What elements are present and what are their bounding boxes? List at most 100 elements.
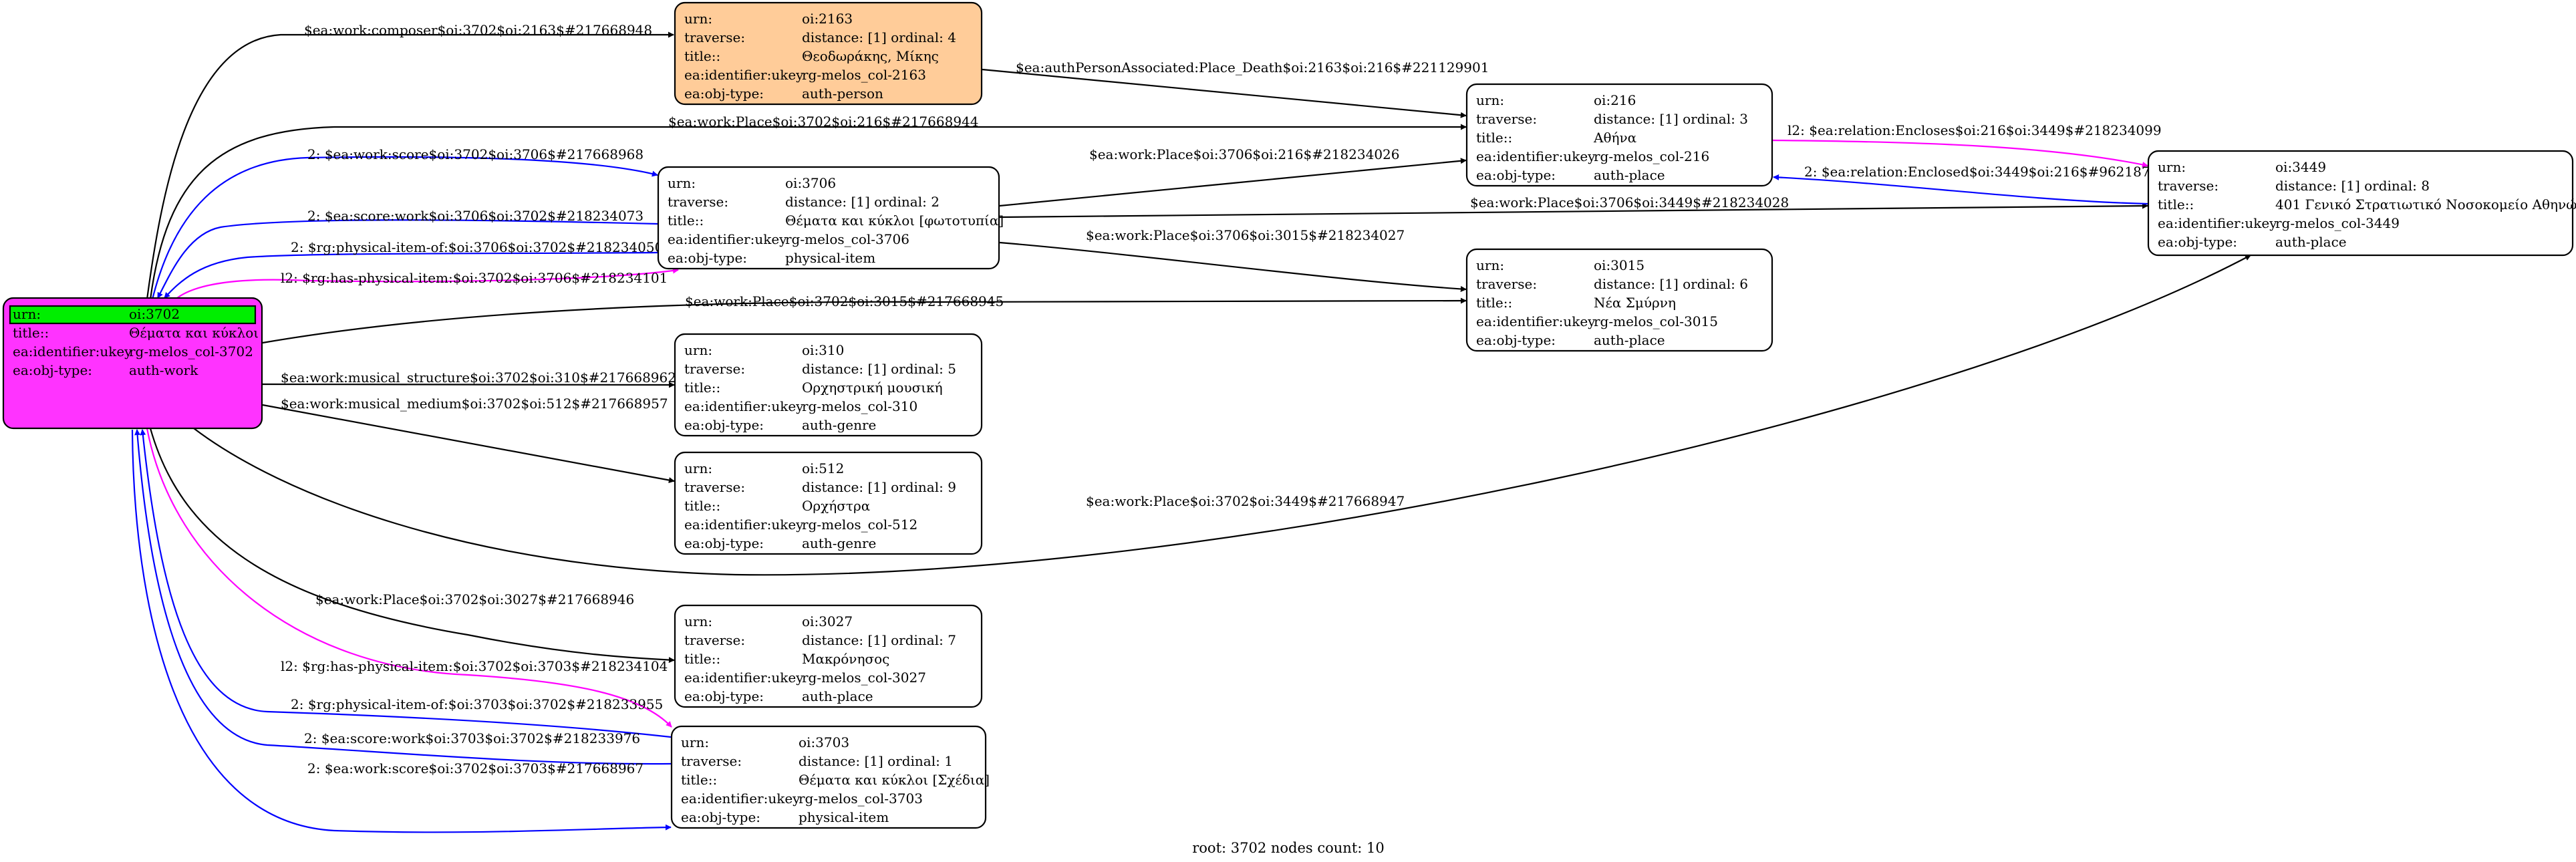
node-field-key: urn:	[684, 460, 712, 476]
edge-label-6: 2: $rg:physical-item-of:$oi:3706$oi:3702…	[291, 239, 663, 255]
node-field-key: ea:identifier:ukey	[684, 670, 804, 686]
edge-1	[146, 31, 674, 300]
node-field-key: traverse:	[668, 194, 728, 210]
graph-node-3027[interactable]: urn: oi:3027 traverse: distance: [1] ordina…	[674, 604, 983, 708]
node-box	[674, 1, 983, 106]
node-field-key: traverse:	[684, 632, 745, 648]
node-field-key: title::	[684, 651, 720, 667]
node-field-value: 401 Γενικό Στρατιωτικό Νοσοκομείο Αθηνών	[2275, 196, 2576, 212]
node-field-key: urn:	[1476, 92, 1504, 108]
edge-7	[176, 267, 679, 299]
node-field-key: title::	[1476, 295, 1512, 311]
node-field-key: title::	[1476, 130, 1512, 146]
node-field-value: distance: [1] ordinal: 7	[802, 632, 956, 648]
node-field-value: distance: [1] ordinal: 1	[799, 753, 953, 769]
node-field-key: urn:	[684, 613, 712, 629]
node-field-key: traverse:	[1476, 276, 1537, 292]
node-box	[1465, 248, 1773, 352]
node-field-key: ea:identifier:ukey	[668, 231, 787, 247]
edge-17	[149, 428, 675, 664]
node-field-key: traverse:	[684, 479, 745, 495]
node-box	[2, 297, 263, 430]
node-field-value: Ορχήστρα	[802, 498, 870, 514]
edge-label-13: $ea:work:Place$oi:3702$oi:3015$#21766894…	[685, 293, 1004, 309]
edge-label-21: 2: $ea:work:score$oi:3702$oi:3703$#21766…	[307, 760, 643, 776]
edge-6	[164, 251, 658, 299]
node-box	[674, 604, 983, 708]
edge-16	[193, 255, 2251, 576]
node-field-value: rg-melos_col-3703	[799, 791, 923, 807]
edge-18	[146, 428, 672, 728]
node-field-value: Μακρόνησος	[802, 651, 889, 667]
edge-21	[131, 429, 672, 833]
node-field-key: ea:obj-type:	[668, 250, 747, 266]
edge-13	[262, 297, 1467, 344]
node-field-value: oi:3449	[2275, 159, 2326, 175]
edge-8	[999, 158, 1467, 207]
node-field-key: ea:identifier:ukey	[13, 343, 132, 360]
node-field-value: auth-genre	[802, 417, 876, 433]
node-field-key: ea:identifier:ukey	[684, 67, 804, 83]
node-field-value: auth-genre	[802, 535, 876, 551]
node-field-value: oi:3015	[1594, 257, 1644, 273]
edge-label-20: 2: $ea:score:work$oi:3703$oi:3702$#21823…	[304, 730, 640, 746]
node-field-value: oi:3027	[802, 613, 853, 629]
node-field-value: auth-place	[802, 688, 873, 704]
node-field-key: ea:obj-type:	[684, 417, 764, 433]
node-field-key: urn:	[684, 342, 712, 358]
node-field-value: auth-place	[2275, 234, 2347, 250]
node-field-value: oi:3706	[785, 175, 836, 191]
node-field-key: ea:obj-type:	[684, 535, 764, 551]
node-field-value: oi:3703	[799, 734, 849, 750]
node-field-value: distance: [1] ordinal: 3	[1594, 111, 1748, 127]
node-box	[674, 333, 983, 437]
node-field-value: rg-melos_col-216	[1594, 148, 1709, 164]
node-field-key: ea:obj-type:	[2158, 234, 2237, 250]
edge-4	[151, 156, 658, 300]
edge-2	[982, 68, 1467, 118]
node-field-value: rg-melos_col-3449	[2275, 215, 2400, 231]
node-field-key: ea:obj-type:	[684, 688, 764, 704]
node-field-key: ea:obj-type:	[684, 86, 764, 102]
node-field-key: title::	[684, 498, 720, 514]
node-field-value: Ορχηστρική μουσική	[802, 380, 943, 396]
node-field-key: title::	[681, 772, 717, 788]
node-field-key: urn:	[681, 734, 709, 750]
node-field-value: oi:2163	[802, 11, 853, 27]
edge-15	[262, 404, 675, 483]
node-field-value: physical-item	[799, 809, 889, 825]
edge-label-9: $ea:work:Place$oi:3706$oi:3449$#21823402…	[1470, 194, 1789, 210]
node-field-value: oi:3702	[129, 306, 180, 322]
node-field-key: ea:identifier:ukey	[2158, 215, 2277, 231]
node-field-value: Θέματα και κύκλοι [φωτοτυπία]	[785, 212, 1004, 229]
node-box	[674, 451, 983, 555]
edge-label-12: 2: $ea:relation:Enclosed$oi:3449$oi:216$…	[1804, 164, 2150, 180]
graph-node-512[interactable]: urn: oi:512 traverse: distance: [1] ordinal…	[674, 451, 983, 555]
edge-label-5: 2: $ea:score:work$oi:3706$oi:3702$#21823…	[307, 208, 643, 224]
node-field-key: title::	[684, 48, 720, 64]
node-field-value: oi:216	[1594, 92, 1636, 108]
node-field-value: rg-melos_col-3706	[785, 231, 909, 247]
graph-footer: root: 3702 nodes count: 10	[1192, 840, 1385, 856]
node-field-key: urn:	[684, 11, 712, 27]
node-field-value: distance: [1] ordinal: 4	[802, 29, 956, 45]
node-field-key: urn:	[13, 306, 41, 322]
node-field-value: Θέματα και κύκλοι	[129, 325, 259, 341]
node-field-value: distance: [1] ordinal: 9	[802, 479, 956, 495]
edge-label-2: $ea:authPersonAssociated:Place_Death$oi:…	[1016, 59, 1489, 76]
node-box	[670, 725, 987, 829]
edge-11	[1772, 139, 2148, 168]
node-field-value: Νέα Σμύρνη	[1594, 295, 1676, 311]
node-field-value: Θεοδωράκης, Μίκης	[802, 48, 939, 64]
node-field-value: oi:512	[802, 460, 844, 476]
node-field-key: title::	[684, 380, 720, 396]
